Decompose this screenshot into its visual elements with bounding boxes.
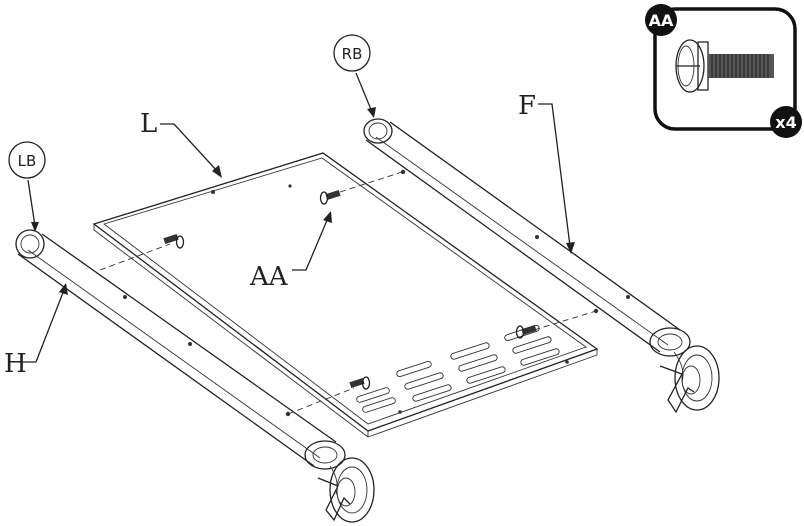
callout-lb: LB [9, 142, 45, 232]
label-aa: AA [249, 262, 289, 292]
callout-aa: AA [249, 211, 332, 292]
bolt-upper-left [163, 234, 183, 248]
hardware-inset: AA x4 [645, 4, 802, 138]
callout-rb: RB [334, 35, 376, 118]
alignment-lines [100, 172, 596, 414]
inset-part-label: AA [649, 11, 674, 30]
bolt-lower-left [349, 377, 369, 389]
label-f: F [518, 91, 536, 121]
left-caster-wheel [305, 441, 374, 522]
inset-quantity-label: x4 [775, 113, 796, 132]
callout-l: L [140, 109, 222, 178]
label-rb: RB [342, 45, 363, 63]
left-tube-h [16, 230, 336, 466]
bolt-lower-right [517, 325, 537, 338]
right-tube-f [364, 119, 680, 352]
right-caster-wheel [650, 328, 719, 412]
callout-f: F [518, 91, 575, 254]
bolt-upper-right [321, 190, 341, 204]
callout-h: H [4, 283, 68, 379]
shelf-vent-slots [356, 325, 560, 414]
bottom-shelf-l [94, 153, 597, 437]
label-lb: LB [18, 152, 37, 170]
label-h: H [4, 349, 27, 379]
label-l: L [140, 109, 157, 139]
